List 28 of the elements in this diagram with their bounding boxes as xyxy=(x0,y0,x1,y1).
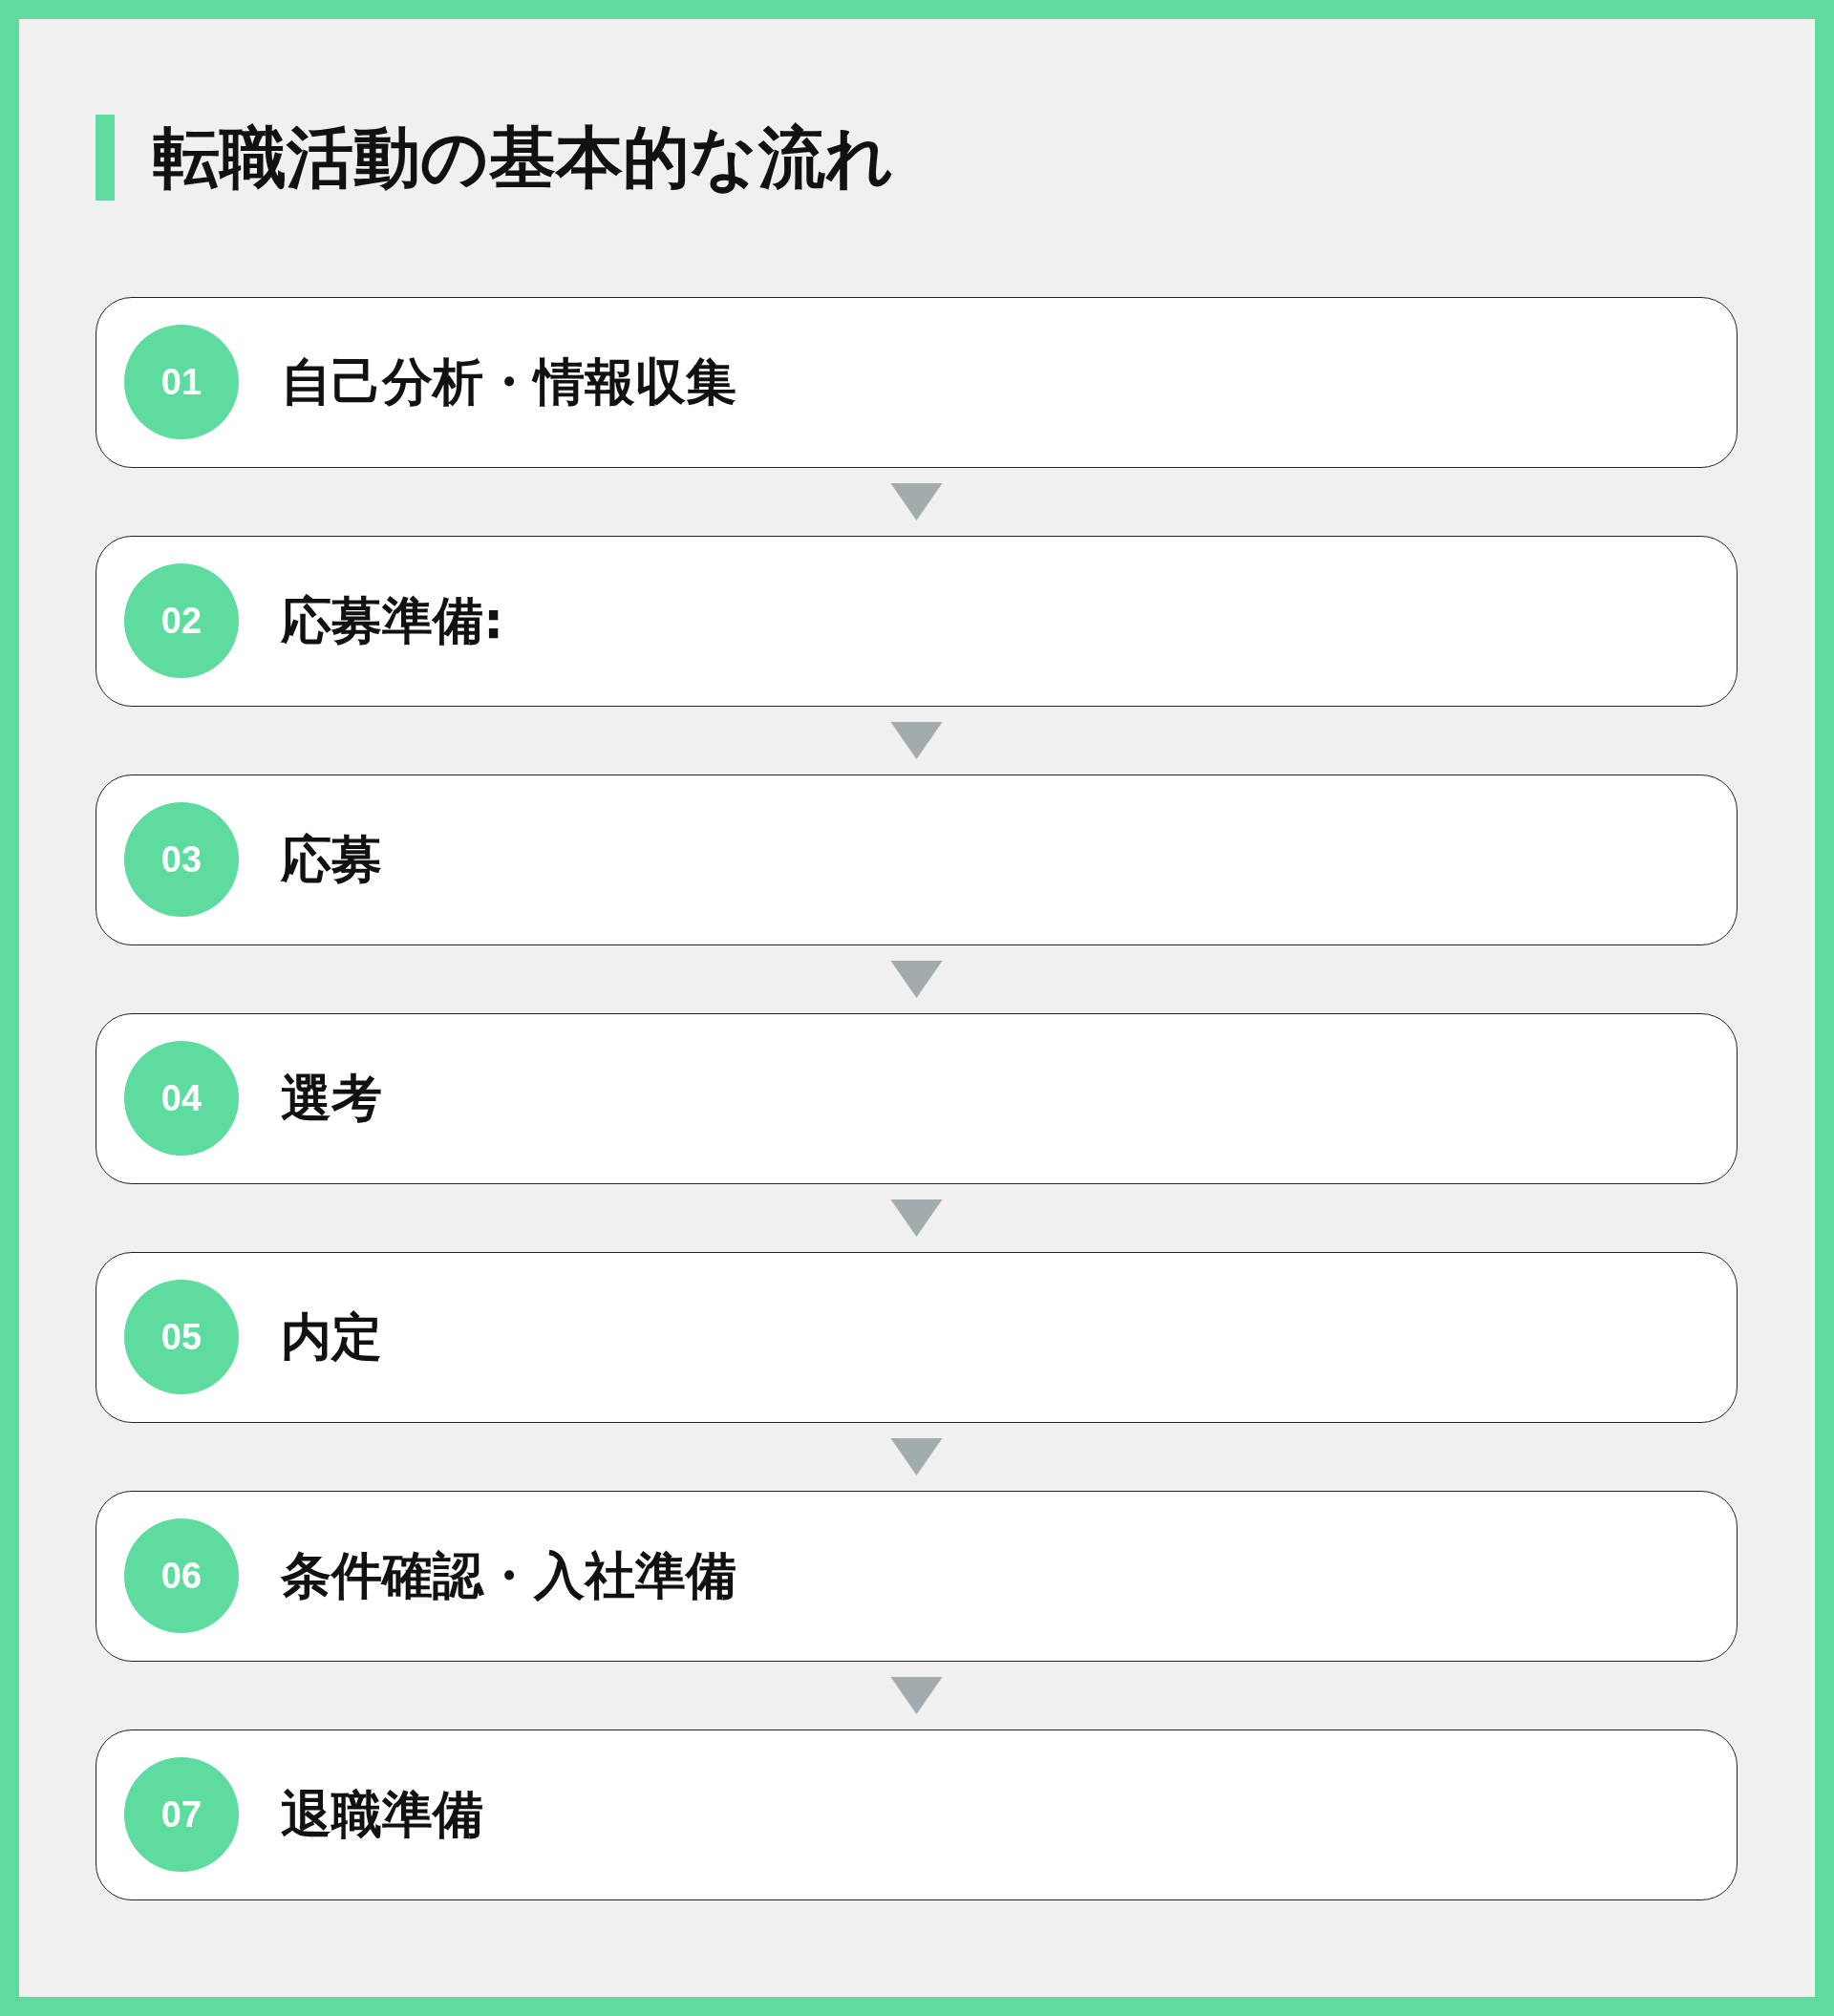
number-circle: 07 xyxy=(124,1757,239,1872)
step-label: 退職準備 xyxy=(281,1784,483,1845)
number-circle: 06 xyxy=(124,1518,239,1633)
step-label: 条件確認・入社準備 xyxy=(281,1545,736,1606)
number-circle: 05 xyxy=(124,1280,239,1394)
step-box xyxy=(96,297,1738,468)
step-box xyxy=(96,1491,1738,1662)
step-box xyxy=(96,1013,1738,1184)
step-box xyxy=(96,536,1738,707)
arrow xyxy=(890,961,943,998)
arrow xyxy=(890,483,943,520)
step-box xyxy=(96,775,1738,945)
arrow xyxy=(890,1677,943,1714)
arrow xyxy=(890,1438,943,1475)
title: 転職活動の基本的な流れ xyxy=(153,117,894,199)
step-label: 内定 xyxy=(281,1306,382,1368)
step-label: 応募 xyxy=(281,829,382,890)
step-label: 応募準備: xyxy=(281,590,504,651)
step-label: 選考 xyxy=(281,1068,382,1129)
step-label: 自己分析・情報収集 xyxy=(281,351,736,413)
step-box xyxy=(96,1252,1738,1423)
arrow xyxy=(890,722,943,759)
number-circle: 03 xyxy=(124,802,239,917)
number-circle: 01 xyxy=(124,325,239,439)
arrow xyxy=(890,1199,943,1237)
number-circle: 02 xyxy=(124,563,239,678)
number-circle: 04 xyxy=(124,1041,239,1156)
step-box xyxy=(96,1730,1738,1900)
